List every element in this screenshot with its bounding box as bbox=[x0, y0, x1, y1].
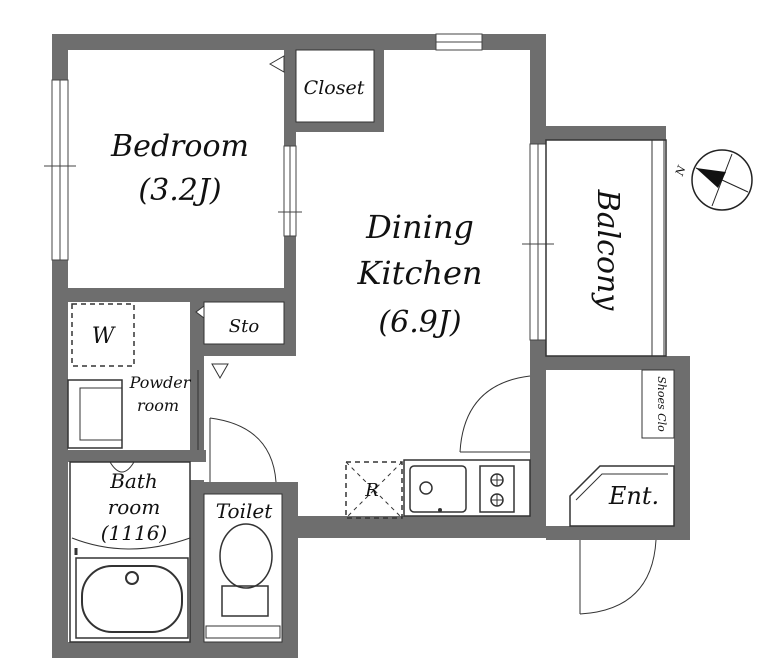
bedroom-sliding-door bbox=[278, 145, 302, 237]
closet-label: Closet bbox=[304, 77, 365, 99]
balcony-label: Balcony bbox=[590, 189, 625, 312]
entrance-step bbox=[569, 465, 675, 527]
dining-label: Dining bbox=[365, 208, 474, 246]
bedroom-window bbox=[44, 79, 76, 261]
dining-kitchen-size: (6.9J) bbox=[378, 305, 461, 340]
powder-label-1: Powder bbox=[129, 373, 192, 392]
kitchen-label: Kitchen bbox=[356, 254, 482, 292]
compass-north-label: N bbox=[673, 164, 689, 179]
powder-sink bbox=[67, 379, 123, 449]
storage bbox=[195, 301, 285, 380]
closet-door-mark bbox=[268, 55, 285, 73]
shoes-closet bbox=[641, 369, 675, 439]
bathroom bbox=[69, 461, 191, 643]
washer-label: W bbox=[92, 324, 117, 349]
top-window bbox=[435, 33, 483, 51]
entrance-label: Ent. bbox=[608, 482, 659, 510]
compass bbox=[691, 149, 753, 211]
bath-label-2: room bbox=[108, 495, 161, 519]
toilet-door bbox=[209, 417, 277, 483]
refrigerator-space bbox=[345, 461, 403, 519]
powder-label-2: room bbox=[137, 396, 179, 415]
refrigerator-label: R bbox=[364, 480, 379, 501]
balcony-window bbox=[522, 143, 554, 341]
closet bbox=[295, 49, 375, 123]
shoes-closet-label: Shoes Clo bbox=[655, 376, 668, 432]
toilet-fixture bbox=[203, 493, 283, 643]
walls bbox=[52, 34, 690, 658]
washer-space bbox=[71, 303, 135, 367]
dk-door bbox=[459, 375, 531, 453]
bedroom-label: Bedroom bbox=[110, 129, 249, 164]
bath-size: (1116) bbox=[101, 521, 168, 545]
entrance-door bbox=[579, 539, 657, 615]
bedroom-size: (3.2J) bbox=[138, 173, 221, 208]
toilet-label: Toilet bbox=[216, 499, 273, 523]
kitchen-counter bbox=[403, 459, 531, 517]
balcony bbox=[545, 139, 667, 357]
storage-label: Sto bbox=[229, 316, 260, 337]
bath-label-1: Bath bbox=[109, 469, 158, 493]
